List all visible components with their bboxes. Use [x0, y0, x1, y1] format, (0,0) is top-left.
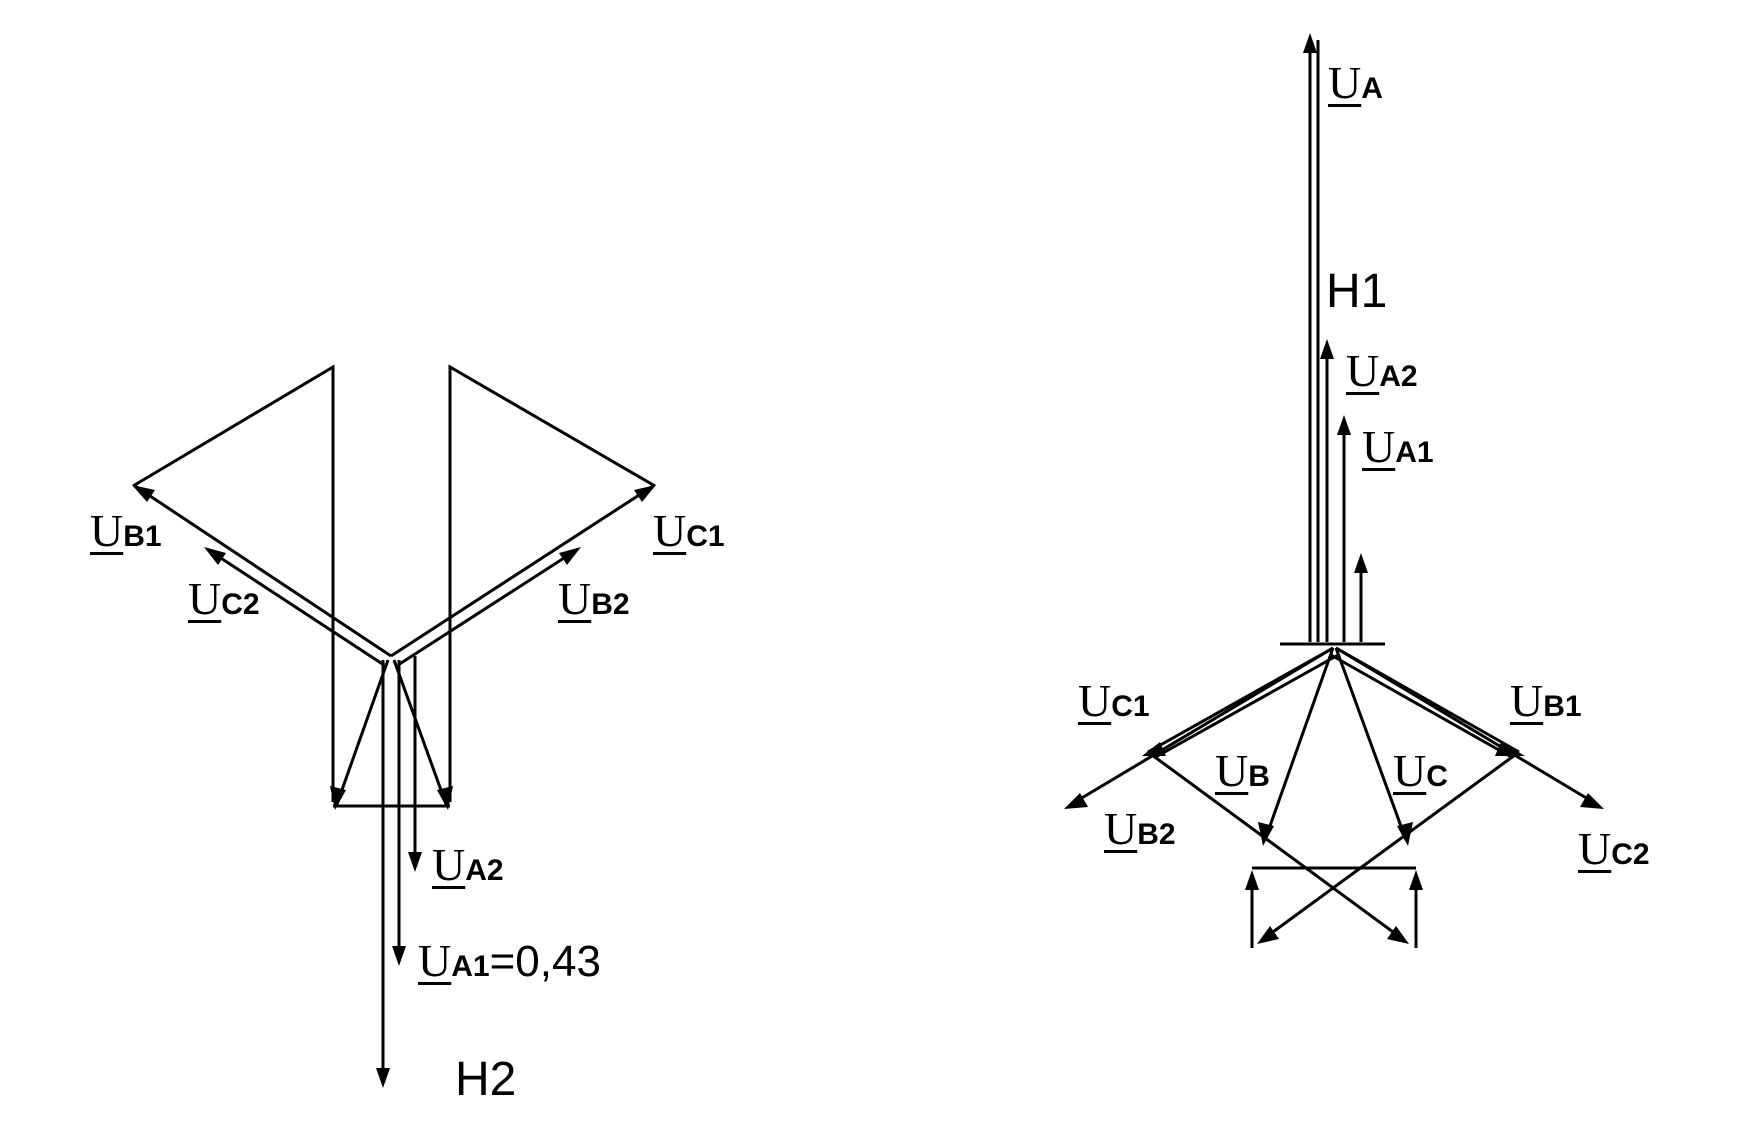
vector-center-down-left: [335, 659, 390, 805]
label-right-ub1: UB1: [1510, 678, 1582, 724]
label-right-ub1-sub: B1: [1543, 690, 1582, 723]
vector-ub2: [397, 547, 579, 667]
label-right-uc1-sub: C1: [1111, 690, 1150, 723]
label-right-ua: UA: [1328, 60, 1383, 106]
cross-line-right-to-left: [1261, 750, 1520, 942]
label-right-ua-main: U: [1328, 57, 1362, 108]
arrowhead-right-ub2: [1064, 793, 1088, 809]
label-left-ub1-sub: B1: [123, 520, 162, 553]
label-right-ua1-sub: A1: [1395, 436, 1434, 469]
arrowhead-right-ua1: [1337, 415, 1351, 435]
arrowhead-ub1: [132, 485, 155, 502]
arrowhead-uc2: [204, 547, 226, 565]
label-left-ua1-value: =0,43: [489, 937, 601, 986]
arrowhead-ub2: [559, 547, 581, 565]
arrowhead-cross-right-to-left: [1257, 926, 1279, 944]
label-h2: H2: [455, 1053, 517, 1106]
vector-right-ub1-parallel: [1330, 653, 1514, 760]
label-right-ua2: UA2: [1346, 348, 1418, 394]
label-left-ub2: UB2: [558, 576, 630, 622]
arrowhead-ua2: [408, 852, 422, 872]
label-right-uc1: UC1: [1078, 678, 1150, 724]
label-left-ua2-sub: A2: [465, 854, 504, 887]
arrowhead-right-uc2: [1580, 793, 1604, 809]
arrowhead-h2: [376, 1068, 390, 1088]
arrowhead-ua: [1303, 33, 1317, 53]
vector-right-uc2: [1335, 646, 1599, 807]
label-right-uc1-main: U: [1078, 675, 1112, 726]
label-right-ub-main: U: [1215, 745, 1249, 796]
label-right-uc2-main: U: [1578, 823, 1612, 874]
arrowhead-cross-left-to-right: [1387, 926, 1409, 944]
label-right-ua1-main: U: [1362, 421, 1396, 472]
label-right-ua-sub: A: [1361, 72, 1383, 105]
label-right-ub2: UB2: [1104, 806, 1176, 852]
label-right-uc-main: U: [1393, 745, 1427, 796]
label-left-ub2-main: U: [558, 573, 592, 624]
label-right-ua1: UA1: [1362, 424, 1434, 470]
label-left-uc1-sub: C1: [686, 520, 725, 553]
label-left-uc1-main: U: [653, 505, 687, 556]
label-right-uc-sub: C: [1426, 760, 1448, 793]
label-right-ub1-main: U: [1510, 675, 1544, 726]
label-right-uc2-sub: C2: [1611, 838, 1650, 871]
label-h1: H1: [1326, 265, 1388, 318]
right-upper-triangle-edge: [448, 364, 656, 802]
arrowhead-short-vertical: [1354, 553, 1368, 573]
right-phasor-diagram: [1064, 33, 1604, 948]
label-left-ub1: UB1: [90, 508, 162, 554]
vector-uc2: [206, 547, 385, 667]
label-left-uc2-sub: C2: [221, 588, 260, 621]
arrowhead-bottom-rect-right: [1409, 870, 1423, 890]
left-phasor-diagram: [132, 364, 656, 1088]
label-right-ua2-main: U: [1346, 345, 1380, 396]
vector-ub: [1263, 647, 1335, 841]
label-left-ub1-main: U: [90, 505, 124, 556]
label-left-ua1-sub: A1: [451, 950, 490, 983]
arrowhead-center-down-right: [437, 786, 453, 810]
vector-center-down-right: [392, 659, 448, 805]
left-upper-triangle-edge: [132, 364, 335, 802]
arrowhead-ub: [1258, 822, 1274, 846]
vector-ub1: [134, 484, 392, 658]
cross-line-left-to-right: [1147, 750, 1405, 942]
label-left-ub2-sub: B2: [591, 588, 630, 621]
label-left-uc2-main: U: [188, 573, 222, 624]
label-left-ua2: UA2: [432, 842, 504, 888]
label-left-uc2: UC2: [188, 576, 260, 622]
vector-right-ub2: [1069, 646, 1334, 807]
vector-uc: [1334, 647, 1408, 841]
label-left-uc1: UC1: [653, 508, 725, 554]
label-right-ub2-sub: B2: [1137, 818, 1176, 851]
arrowhead-bottom-rect-left: [1245, 870, 1259, 890]
label-left-ua1: UA1=0,43: [418, 938, 601, 984]
label-right-uc2: UC2: [1578, 826, 1650, 872]
vector-right-uc1-parallel: [1153, 653, 1339, 760]
label-right-ub-sub: B: [1248, 760, 1270, 793]
vector-uc1: [390, 484, 654, 658]
label-left-ua1-main: U: [418, 935, 452, 986]
arrowhead-uc1: [634, 485, 656, 502]
label-right-uc: UC: [1393, 748, 1448, 794]
label-left-ua2-main: U: [432, 839, 466, 890]
label-right-ua2-sub: A2: [1379, 360, 1418, 393]
arrowhead-right-ua2: [1320, 339, 1334, 359]
label-right-ub: UB: [1215, 748, 1270, 794]
label-right-ub2-main: U: [1104, 803, 1138, 854]
arrowhead-center-down-left: [330, 786, 346, 810]
arrowhead-ua1: [392, 946, 406, 966]
